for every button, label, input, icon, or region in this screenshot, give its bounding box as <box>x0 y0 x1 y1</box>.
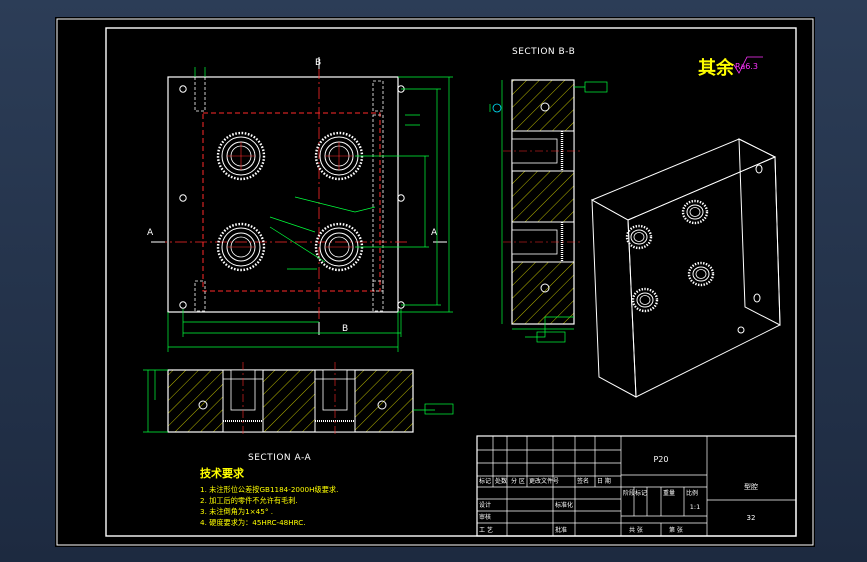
th-date: 日 期 <box>597 477 611 485</box>
title-block: P20 型腔 32 1:1 标记 处数 分 区 更改文件号 签名 日 期 设计 … <box>476 435 797 537</box>
cut-label-a-right: A <box>431 228 438 238</box>
part-name: P20 <box>653 455 668 464</box>
plan-view: A A B B <box>147 57 453 352</box>
section-bb-view: SECTION B-B <box>489 47 608 343</box>
roughness-value: Ra6.3 <box>735 62 758 71</box>
th-stage: 阶段标记 <box>623 489 647 497</box>
section-aa-label: SECTION A-A <box>248 453 312 463</box>
th-standardize: 标准化 <box>555 501 573 509</box>
note-1: 1. 未注形位公差按GB1184-2000H级要求. <box>200 485 338 494</box>
th-marks: 标记 <box>479 477 491 485</box>
plan-dimensions <box>167 67 453 352</box>
roughness-mark: 其余 Ra6.3 <box>698 56 763 79</box>
note-2: 2. 加工后的零件不允许有毛刺. <box>200 496 298 505</box>
th-signature: 签名 <box>577 477 589 485</box>
note-3: 3. 未注倒角为1×45° . <box>200 507 273 516</box>
cavity-boundary <box>202 112 381 292</box>
drawing-sheet: A A B B <box>55 17 815 547</box>
th-weight: 重量 <box>663 489 675 497</box>
section-bb-label: SECTION B-B <box>512 47 575 57</box>
cut-label-b-bottom: B <box>342 324 348 334</box>
drawing-canvas: A A B B <box>56 18 814 546</box>
roughness-label: 其余 <box>698 57 735 79</box>
plate-outline <box>167 76 399 313</box>
notes-title: 技术要求 <box>200 466 245 480</box>
th-change: 更改文件号 <box>529 477 559 485</box>
cut-label-a-left: A <box>147 228 154 238</box>
th-review: 审核 <box>479 513 491 521</box>
drawing-number: 32 <box>747 514 756 522</box>
note-4: 4. 硬度要求为：45HRC-48HRC. <box>200 518 306 527</box>
inner-frame <box>105 27 797 537</box>
th-design: 设计 <box>479 501 491 509</box>
th-zone: 分 区 <box>511 477 525 485</box>
th-count: 处数 <box>495 477 507 485</box>
th-approve: 批准 <box>555 526 567 534</box>
technical-notes: 技术要求 1. 未注形位公差按GB1184-2000H级要求. 2. 加工后的零… <box>200 466 338 527</box>
scale-value: 1:1 <box>690 503 700 511</box>
section-aa-view: SECTION A-A <box>143 362 454 463</box>
isometric-view <box>590 138 781 398</box>
cut-label-b-top: B <box>315 58 321 68</box>
th-sheet-no: 第 张 <box>669 526 683 534</box>
th-process: 工 艺 <box>479 526 493 534</box>
th-scale: 比例 <box>686 489 698 497</box>
material: 型腔 <box>744 482 758 491</box>
th-sheet-total: 共 张 <box>629 526 643 534</box>
outer-frame <box>56 18 814 546</box>
